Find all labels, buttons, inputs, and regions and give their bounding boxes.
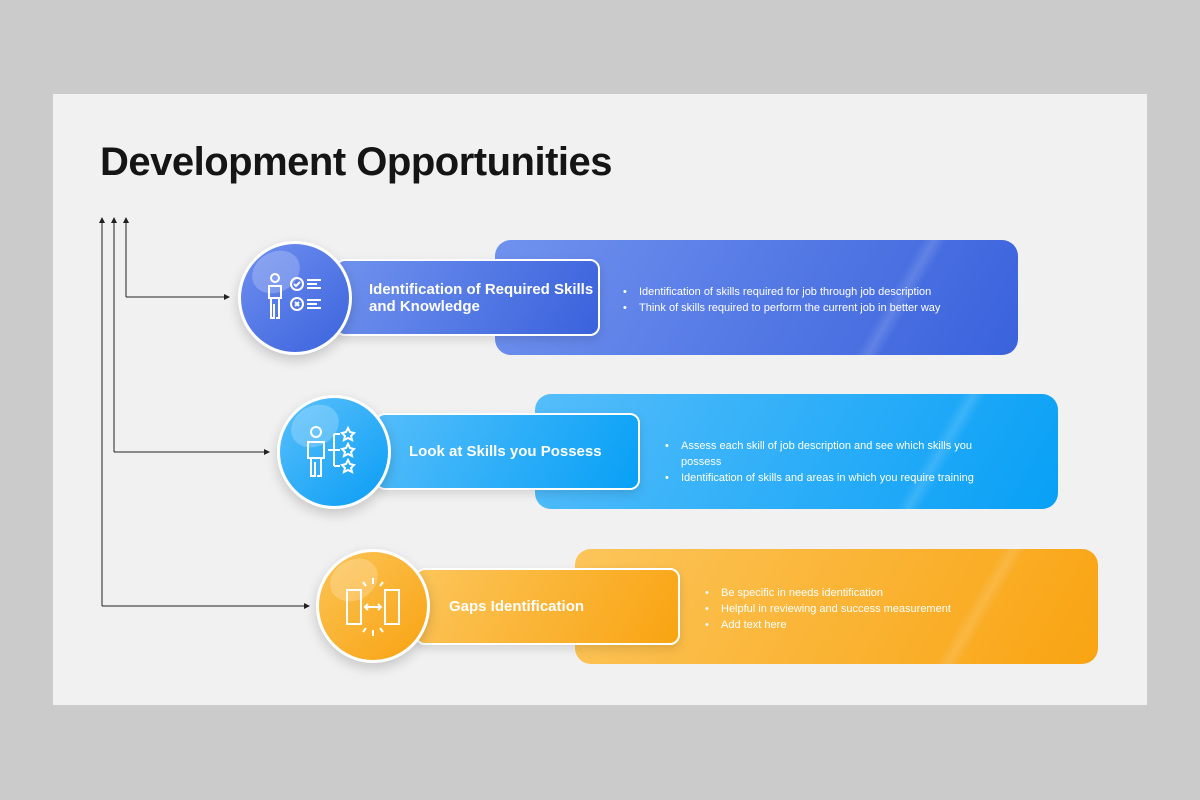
bullet-list: Be specific in needs identification Help… [705, 585, 1035, 633]
gap-doors-icon [316, 549, 430, 663]
bullet: Be specific in needs identification [705, 585, 1035, 601]
step-label: Identification of Required Skills and Kn… [335, 259, 600, 336]
person-skills-stars-icon [277, 395, 391, 509]
step-label: Gaps Identification [415, 568, 680, 645]
skills-checklist-icon [238, 241, 352, 355]
bullet: Assess each skill of job description and… [665, 438, 995, 470]
page-title: Development Opportunities [100, 140, 613, 184]
bullet: Think of skills required to perform the … [623, 300, 953, 316]
step-label: Look at Skills you Possess [375, 413, 640, 490]
bullet: Identification of skills required for jo… [623, 284, 953, 300]
bullet: Identification of skills and areas in wh… [665, 470, 995, 486]
bullet: Helpful in reviewing and success measure… [705, 601, 1035, 617]
bullet: Add text here [705, 617, 1035, 633]
bullet-list: Identification of skills required for jo… [623, 284, 953, 316]
bullet-list: Assess each skill of job description and… [665, 438, 995, 486]
